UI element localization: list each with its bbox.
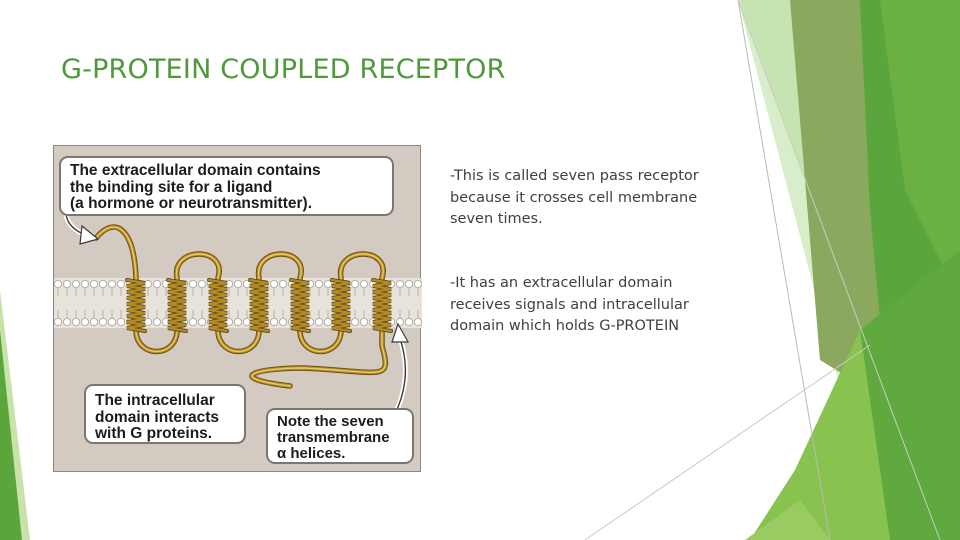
lipid-head [189,280,196,287]
lipid-head [90,280,97,287]
lipid-head [270,280,277,287]
lipid-head [279,318,286,325]
lipid-head [144,280,151,287]
alpha-helix [168,280,186,331]
alpha-helix [332,280,350,331]
paragraph-line: because it crosses cell membrane [450,188,750,210]
lipid-head [243,318,250,325]
lipid-head [153,318,160,325]
lipid-head [396,280,403,287]
lipid-head [360,318,367,325]
lipid-head [54,280,61,287]
paragraph-line: domain which holds G-PROTEIN [450,316,750,338]
lipid-head [360,280,367,287]
alpha-helix [373,280,391,331]
paragraph-line: -It has an extracellular domain [450,273,750,295]
lipid-head [198,318,205,325]
lipid-head [351,318,358,325]
callout-intracellular-domain: The intracellular domain interacts with … [84,384,246,444]
callout-line: domain interacts [95,410,244,427]
callout-line: α helices. [277,446,412,462]
lipid-head [189,318,196,325]
slide-title: G-PROTEIN COUPLED RECEPTOR [61,54,506,85]
gpcr-diagram: The extracellular domain contains the bi… [53,145,421,472]
lipid-head [63,280,70,287]
lipid-head [315,318,322,325]
callout-line: with G proteins. [95,426,244,443]
lipid-head [234,280,241,287]
lipid-head [405,318,412,325]
lipid-head [270,318,277,325]
lipid-head [81,280,88,287]
lipid-head [315,280,322,287]
alpha-helix [250,280,268,331]
lipid-head [234,318,241,325]
lipid-head [63,318,70,325]
callout-line: (a hormone or neurotransmitter). [70,196,392,213]
paragraph-seven-pass: -This is called seven pass receptor beca… [450,166,750,231]
lipid-head [72,280,79,287]
callout-line: Note the seven [277,414,412,430]
lipid-head [99,280,106,287]
lipid-head [144,318,151,325]
lipid-head [324,318,331,325]
lipid-head [198,280,205,287]
lipid-head [153,280,160,287]
lipid-head [99,318,106,325]
callout-extracellular-domain: The extracellular domain contains the bi… [59,156,394,216]
lipid-head [351,280,358,287]
lipid-head [108,280,115,287]
alpha-helix [127,280,145,331]
lipid-head [117,318,124,325]
callout-line: The extracellular domain contains [70,163,392,180]
paragraph-line: receives signals and intracellular [450,295,750,317]
lipid-head [108,318,115,325]
lipid-bilayer [54,278,422,328]
paragraph-domains: -It has an extracellular domain receives… [450,273,750,338]
lipid-head [279,280,286,287]
decorative-shapes-left [0,0,30,540]
paragraph-line: -This is called seven pass receptor [450,166,750,188]
callout-seven-helices: Note the seven transmembrane α helices. [266,408,414,464]
paragraph-line: seven times. [450,209,750,231]
callout-line: transmembrane [277,430,412,446]
lipid-head [90,318,97,325]
alpha-helix [209,280,227,331]
alpha-helix [291,280,309,331]
lipid-head [81,318,88,325]
lipid-head [414,318,421,325]
lipid-head [405,280,412,287]
lipid-head [72,318,79,325]
callout-line: The intracellular [95,393,244,410]
lipid-head [324,280,331,287]
lipid-head [54,318,61,325]
lipid-head [117,280,124,287]
lipid-head [414,280,421,287]
callout-line: the binding site for a ligand [70,180,392,197]
